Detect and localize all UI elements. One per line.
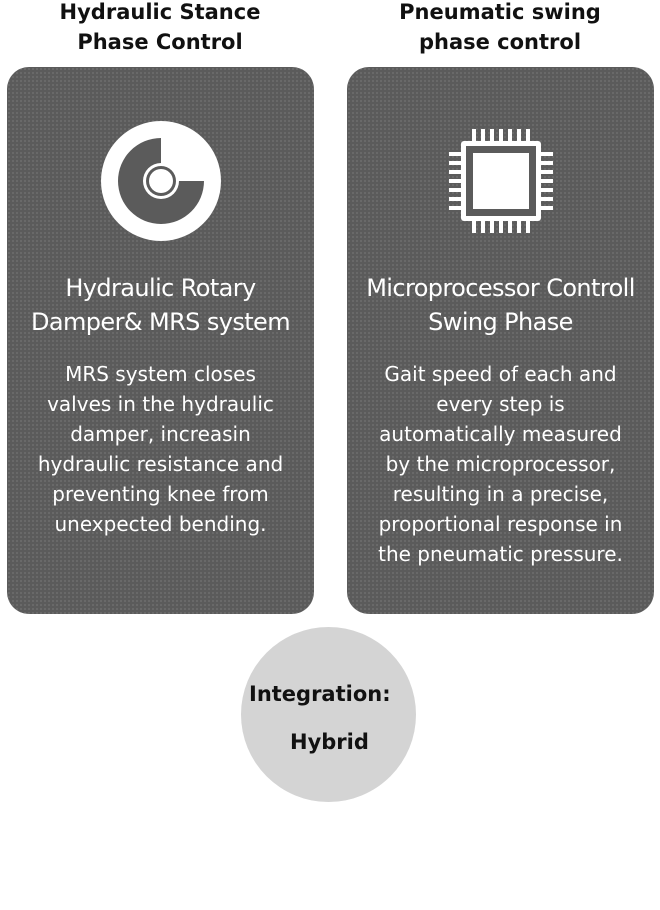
integration-circle: Integration: Hybrid — [241, 627, 416, 802]
hydraulic-card-title: Hydraulic Rotary Damper& MRS system — [31, 274, 291, 336]
integration-value: Hybrid — [290, 730, 369, 754]
microprocessor-card-title: Microprocessor Controll Swing Phase — [366, 274, 635, 336]
microchip-icon — [448, 129, 553, 233]
microprocessor-card-description: Gait speed of each and every step is aut… — [378, 362, 623, 566]
integration-label: Integration: — [249, 682, 391, 706]
hydraulic-card: Hydraulic Rotary Damper& MRS system MRS … — [7, 67, 314, 614]
microprocessor-card: Microprocessor Controll Swing Phase Gait… — [347, 67, 654, 614]
hydraulic-card-description: MRS system closes valves in the hydrauli… — [37, 362, 284, 536]
stance-phase-heading: Hydraulic Stance Phase Control — [59, 0, 261, 54]
disc-icon — [100, 121, 221, 241]
swing-phase-heading: Pneumatic swing phase control — [399, 0, 601, 54]
